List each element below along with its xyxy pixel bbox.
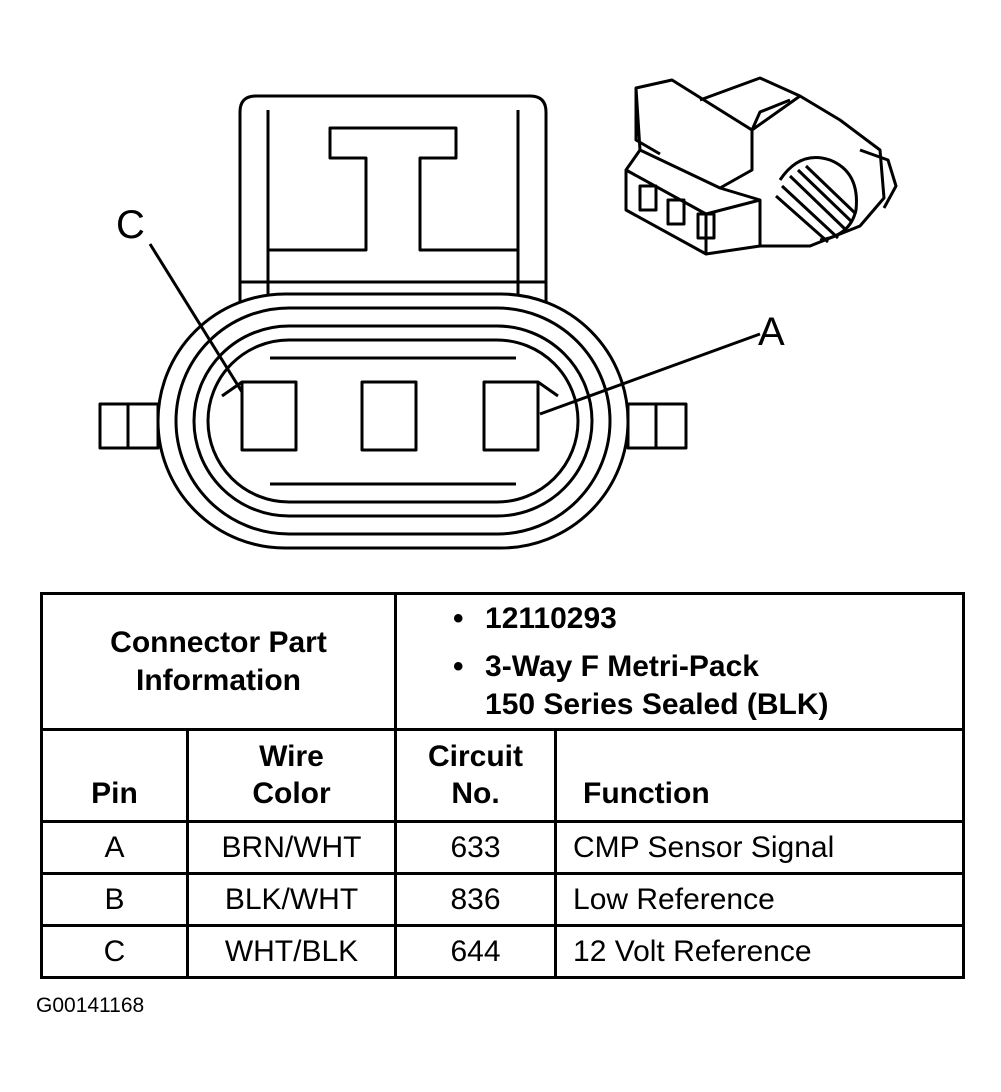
pin-callout-a: A [758, 310, 785, 354]
pin-cavity-a [482, 380, 540, 452]
pin-cavity-b [360, 380, 418, 452]
three-way-connector-icon [624, 76, 898, 256]
lock-tab-housing [238, 94, 548, 302]
circuit-cell: 644 [394, 924, 558, 979]
connector-diagram: C A [98, 76, 898, 550]
function-cell: CMP Sensor Signal [554, 820, 966, 875]
pin-cell: A [40, 820, 189, 875]
pin-cell: C [40, 924, 189, 979]
connector-info-row: Connector Part Information • 12110293 • … [39, 592, 966, 731]
table-row: B BLK/WHT 836 Low Reference [40, 872, 966, 927]
wire-color-column-header: Wire Color [185, 728, 398, 823]
function-cell: 12 Volt Reference [554, 924, 966, 979]
connector-face-drawing [98, 76, 898, 550]
table-row: A BRN/WHT 633 CMP Sensor Signal [40, 820, 966, 875]
table-row: C WHT/BLK 644 12 Volt Reference [40, 924, 966, 979]
wire-color-cell: BRN/WHT [185, 820, 398, 875]
lock-tab-t-shape [268, 126, 518, 252]
circuit-column-header: Circuit No. [394, 728, 558, 823]
function-cell: Low Reference [554, 872, 966, 927]
connector-type: 3-Way F Metri-Pack [485, 649, 759, 683]
function-column-header: Function [554, 728, 966, 823]
circuit-cell: 836 [394, 872, 558, 927]
leader-line-c [148, 243, 244, 393]
wire-color-cell: WHT/BLK [185, 924, 398, 979]
wire-color-cell: BLK/WHT [185, 872, 398, 927]
pin-callout-c: C [116, 203, 145, 247]
connector-outer-shell [156, 292, 630, 550]
leader-line-a [539, 332, 761, 416]
connector-info-label: Connector Part Information [39, 592, 398, 731]
connector-type-item: • 3-Way F Metri-Pack 150 Series Sealed (… [453, 648, 962, 724]
pin-column-header: Pin [40, 728, 189, 823]
connector-pinout-table: Connector Part Information • 12110293 • … [39, 592, 966, 979]
circuit-cell: 633 [394, 820, 558, 875]
figure-id: G00141168 [36, 994, 145, 1017]
connector-series: 150 Series Sealed (BLK) [485, 687, 829, 721]
pin-cell: B [40, 872, 189, 927]
table-header-row: Pin Wire Color Circuit No. Function [40, 728, 966, 823]
part-number: 12110293 [485, 601, 617, 635]
part-number-item: • 12110293 [453, 600, 962, 638]
pin-cavity-c [240, 380, 298, 452]
connector-info-values: • 12110293 • 3-Way F Metri-Pack 150 Seri… [394, 592, 966, 731]
